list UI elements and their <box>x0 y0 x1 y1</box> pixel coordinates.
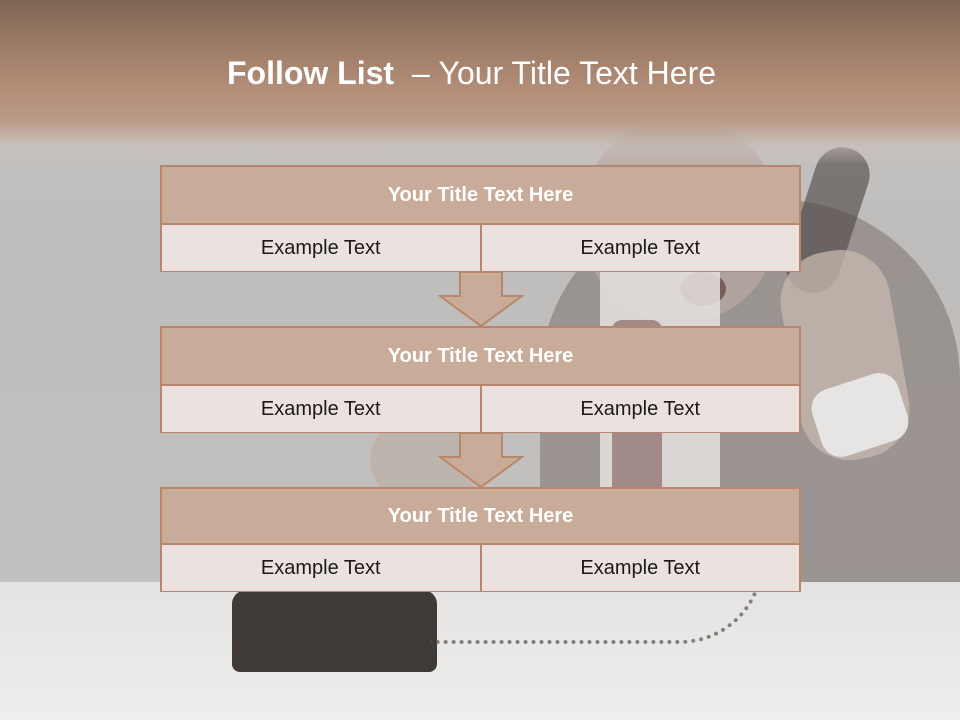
slide-title: Follow List – Your Title Text Here <box>0 55 943 92</box>
down-arrow-icon <box>438 432 524 489</box>
step-box-3: Your Title Text Here Example Text Exampl… <box>160 487 801 592</box>
step-cell-left: Example Text <box>162 225 480 271</box>
step-cell-left: Example Text <box>162 545 480 591</box>
step-cell-right: Example Text <box>479 225 799 271</box>
step-row: Example Text Example Text <box>162 386 799 432</box>
step-box-1: Your Title Text Here Example Text Exampl… <box>160 165 801 272</box>
step-title: Your Title Text Here <box>162 167 799 225</box>
step-row: Example Text Example Text <box>162 545 799 591</box>
slide-title-separator: – <box>411 55 430 91</box>
step-title: Your Title Text Here <box>162 328 799 386</box>
step-row: Example Text Example Text <box>162 225 799 271</box>
step-title: Your Title Text Here <box>162 489 799 545</box>
step-box-2: Your Title Text Here Example Text Exampl… <box>160 326 801 433</box>
step-cell-right: Example Text <box>479 545 799 591</box>
title-band <box>0 0 960 165</box>
slide-title-rest: Your Title Text Here <box>438 55 717 91</box>
phone-base <box>232 590 437 672</box>
step-cell-right: Example Text <box>479 386 799 432</box>
down-arrow-icon <box>438 271 524 328</box>
step-cell-left: Example Text <box>162 386 480 432</box>
slide-title-bold: Follow List <box>226 55 395 91</box>
